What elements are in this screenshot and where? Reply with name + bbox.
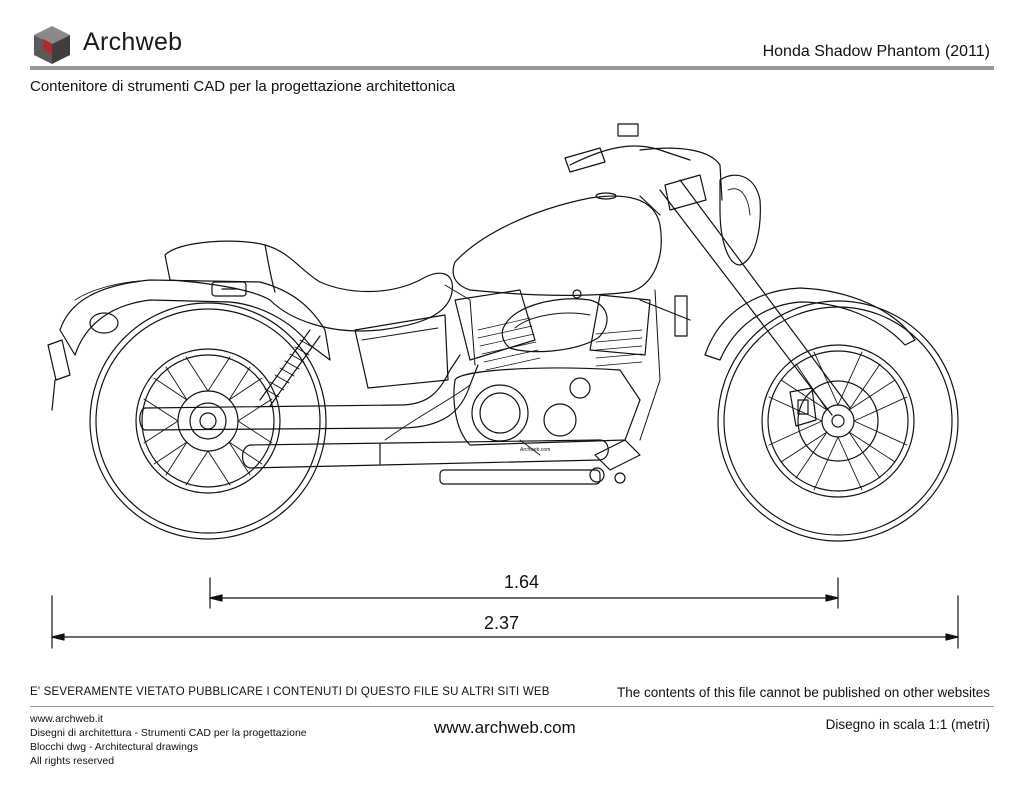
- footer-info-line: Disegni di architettura - Strumenti CAD …: [30, 727, 307, 739]
- footer-info-line: www.archweb.it: [30, 713, 103, 725]
- dimension-overall: [51, 595, 959, 649]
- header-divider: [30, 66, 994, 70]
- dimension-wheelbase: [209, 577, 839, 609]
- front-wheel: [717, 300, 959, 542]
- engine: [453, 289, 651, 446]
- scale-note: Disegno in scala 1:1 (metri): [825, 717, 990, 732]
- website-link[interactable]: www.archweb.com: [434, 718, 576, 737]
- motorcycle-drawing: Archweb.com: [47, 123, 959, 649]
- rear-shock: [259, 329, 321, 407]
- rear-wheel: [89, 302, 327, 540]
- front-fork: [564, 123, 851, 416]
- front-fender: [704, 287, 916, 361]
- warning-english: The contents of this file cannot be publ…: [617, 685, 990, 700]
- seat: [164, 240, 453, 332]
- archweb-cube-icon: [34, 26, 70, 64]
- warning-italian: E' SEVERAMENTE VIETATO PUBBLICARE I CONT…: [30, 686, 550, 698]
- subtitle: Contenitore di strumenti CAD per la prog…: [30, 78, 456, 95]
- rear-fender: [59, 279, 331, 361]
- footer-info-line: Blocchi dwg - Architectural drawings: [30, 741, 199, 753]
- footer-divider: [30, 706, 994, 707]
- dimension-label-overall: 2.37: [484, 613, 520, 633]
- tank-mark: Archweb.com: [520, 447, 550, 453]
- drawing-title: Honda Shadow Phantom (2011): [762, 43, 990, 60]
- brand-name: Archweb: [83, 28, 183, 56]
- dimension-label-wheelbase: 1.64: [504, 572, 540, 592]
- fuel-tank: [452, 195, 662, 296]
- footer-info-line: All rights reserved: [30, 755, 115, 767]
- footer-info: www.archweb.it Disegni di architettura -…: [30, 712, 307, 768]
- logo: [30, 24, 220, 66]
